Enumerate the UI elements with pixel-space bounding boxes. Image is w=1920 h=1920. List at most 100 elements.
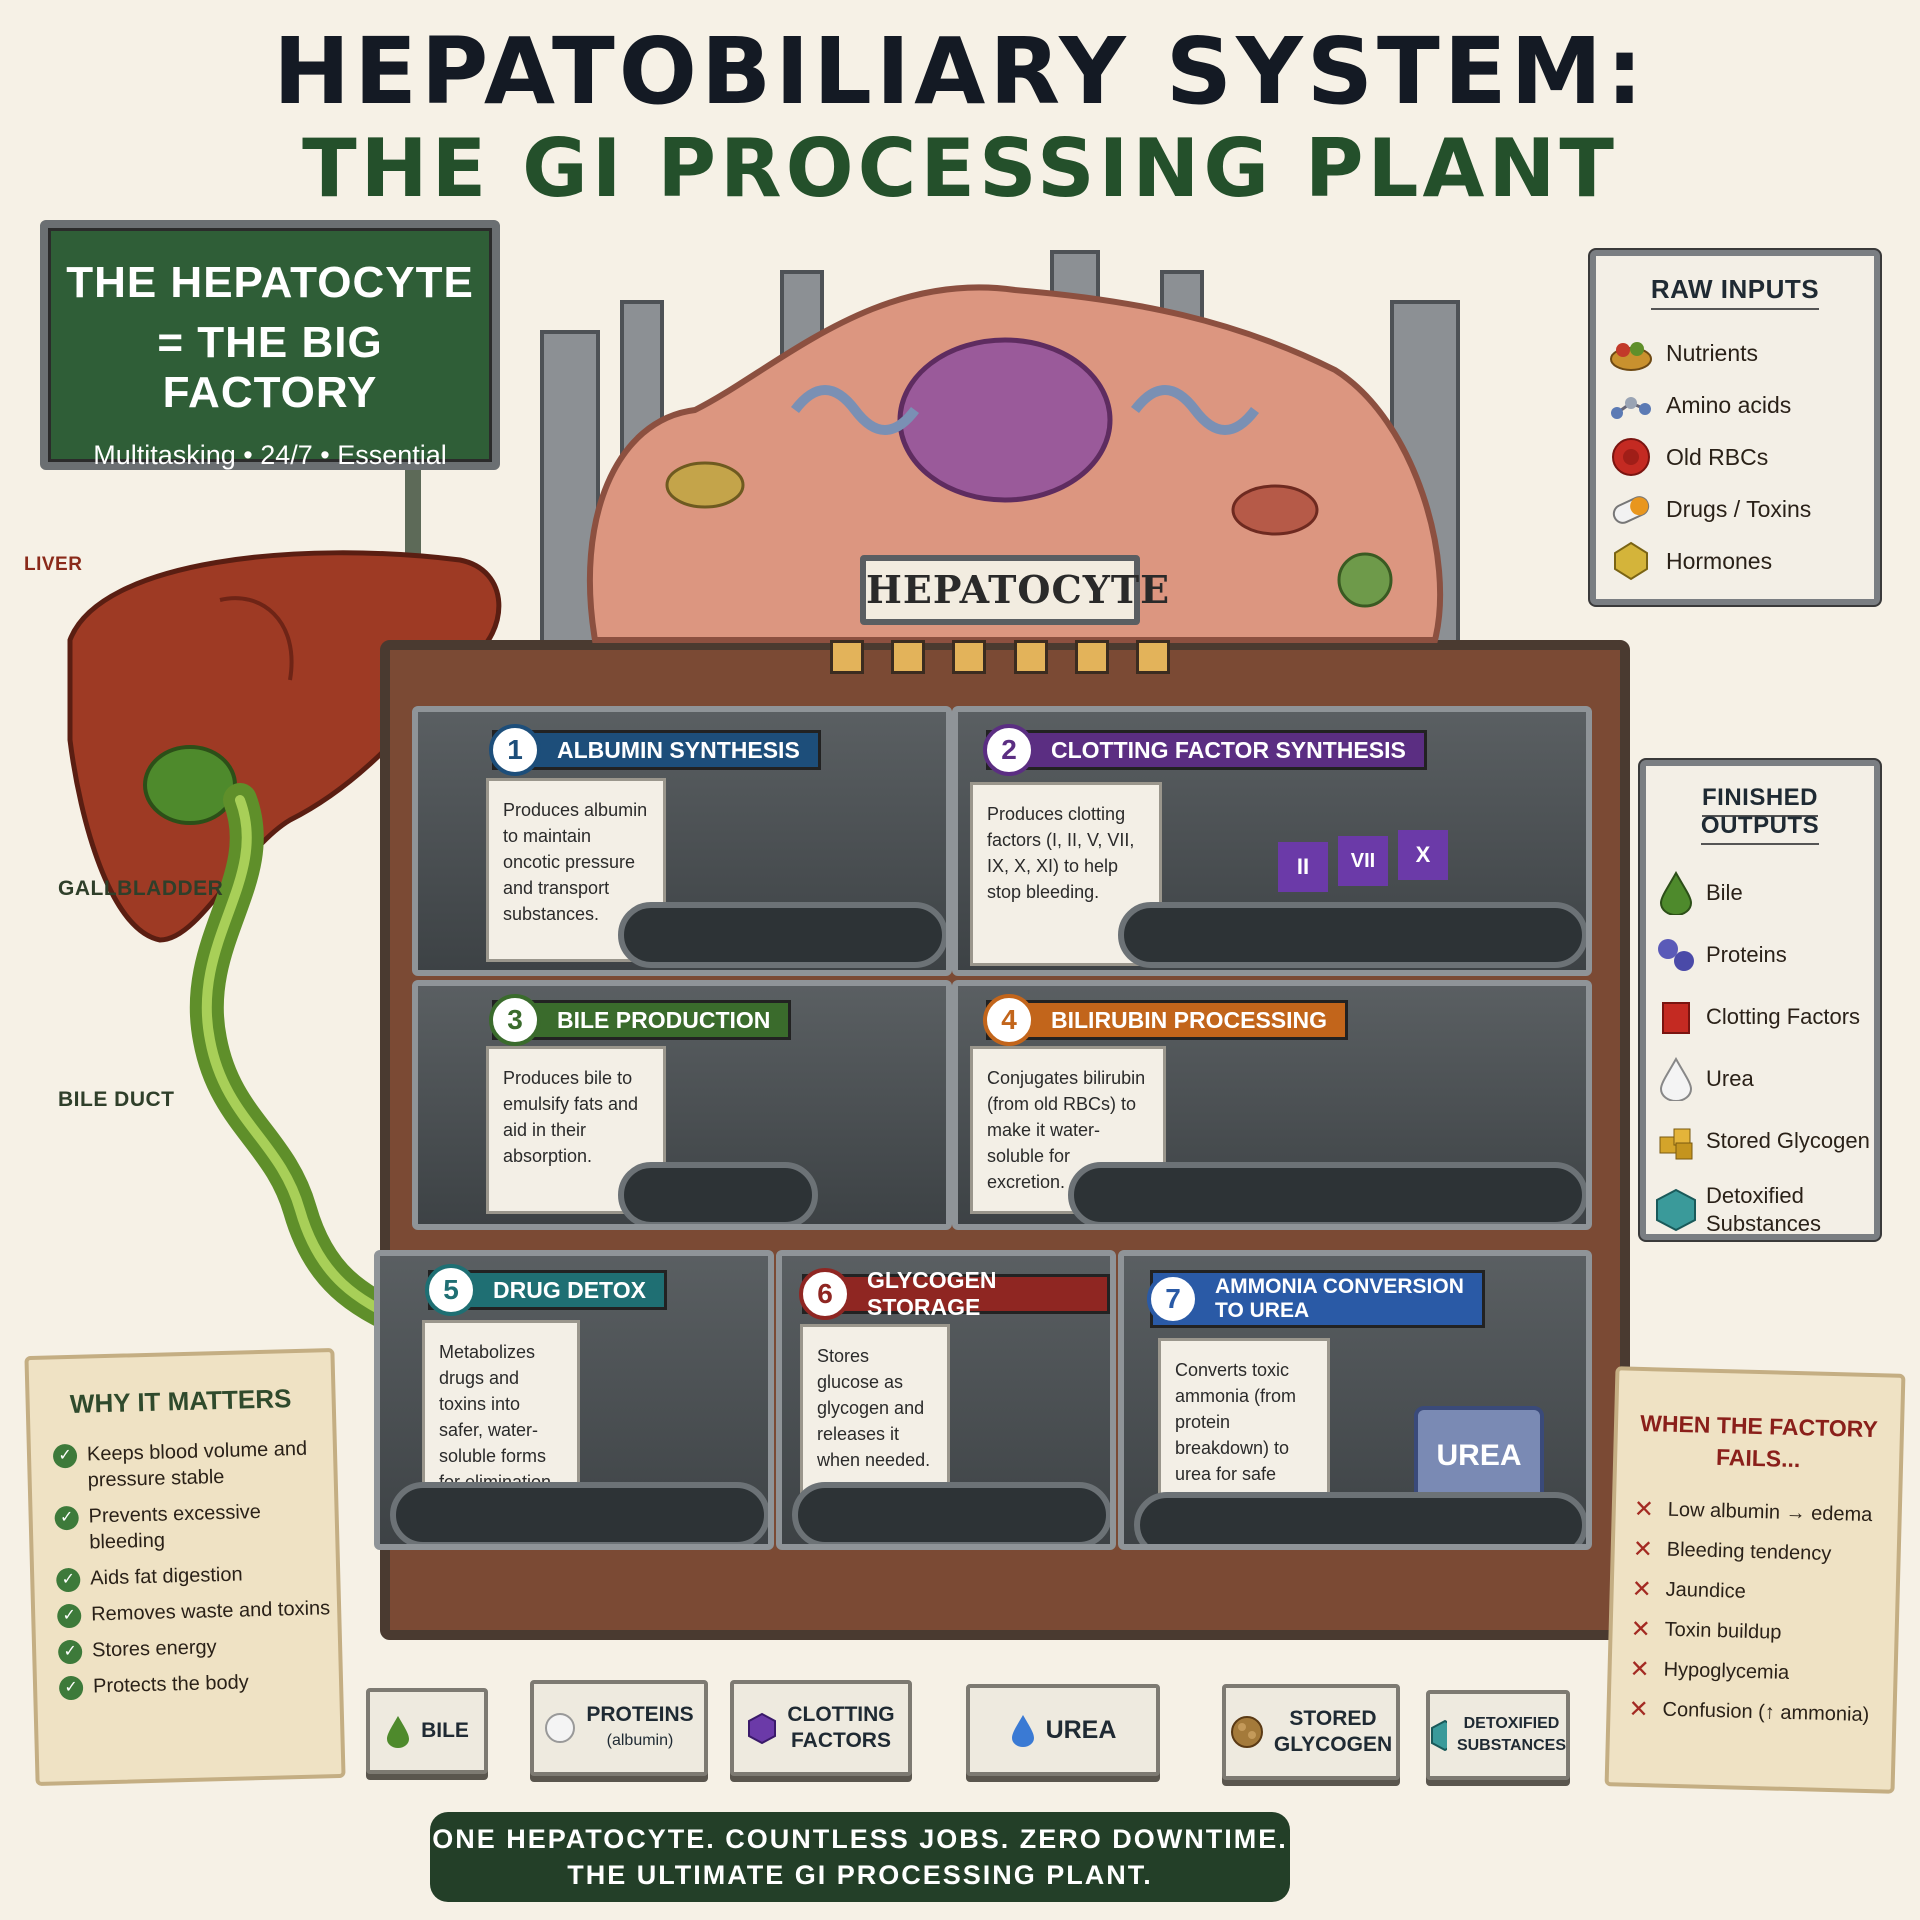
bile-duct-highlight bbox=[201, 795, 405, 1325]
list-item: ✓Keeps blood volume and pressure stable bbox=[52, 1435, 334, 1494]
why-item: Aids fat digestion bbox=[89, 1563, 243, 1590]
green-drop-icon bbox=[1646, 871, 1706, 915]
station-tag-4: 4 BILIRUBIN PROCESSING bbox=[983, 994, 1349, 1046]
bin-label-line-2: SUBSTANCES bbox=[1456, 1737, 1566, 1754]
raw-inputs-title: RAW INPUTS bbox=[1650, 274, 1820, 310]
hormone-icon bbox=[1596, 541, 1666, 581]
station-room-6: 6 GLYCOGEN STORAGE Stores glucose as gly… bbox=[776, 1250, 1116, 1550]
fail-item: Toxin buildup bbox=[1664, 1618, 1782, 1644]
station-tag-1: 1 ALBUMIN SYNTHESIS bbox=[489, 724, 821, 776]
liver-label: LIVER bbox=[24, 554, 83, 575]
list-item: ✕ Bleeding tendency bbox=[1632, 1529, 1897, 1576]
window bbox=[891, 640, 926, 674]
window bbox=[1135, 640, 1170, 674]
list-item: Stored Glycogen bbox=[1646, 1110, 1874, 1172]
why-item: Protects the body bbox=[92, 1671, 249, 1698]
red-cube-icon bbox=[1646, 997, 1706, 1037]
station-room-7: 7 AMMONIA CONVERSION TO UREA Converts to… bbox=[1118, 1250, 1592, 1550]
conveyor-belt bbox=[792, 1482, 1110, 1544]
bin-label-line-1: CLOTTING bbox=[787, 1703, 895, 1726]
station-title: DRUG DETOX bbox=[493, 1276, 646, 1303]
red-blood-cell-icon bbox=[1596, 437, 1666, 477]
raw-input-label: Old RBCs bbox=[1666, 443, 1769, 470]
cross-icon: ✕ bbox=[1633, 1495, 1655, 1523]
banner-line-2: THE ULTIMATE GI PROCESSING PLANT. bbox=[567, 1860, 1153, 1890]
fail-item: Confusion (↑ ammonia) bbox=[1662, 1698, 1870, 1726]
station-tag-6: 6 GLYCOGEN STORAGE bbox=[799, 1267, 1110, 1320]
station-title: GLYCOGEN STORAGE bbox=[867, 1267, 997, 1320]
fail-item: Jaundice bbox=[1665, 1578, 1747, 1603]
gallbladder-shape bbox=[143, 745, 237, 825]
station-tag-5: 5 DRUG DETOX bbox=[425, 1264, 667, 1316]
clotting-factor-block: II bbox=[1278, 842, 1328, 892]
output-bin-proteins: PROTEINS(albumin) bbox=[530, 1680, 708, 1776]
golgi-shape bbox=[791, 385, 919, 435]
list-item: ✕Confusion (↑ ammonia) bbox=[1628, 1689, 1893, 1736]
cross-icon: ✕ bbox=[1630, 1615, 1652, 1643]
banner-line-1: ONE HEPATOCYTE. COUNTLESS JOBS. ZERO DOW… bbox=[432, 1824, 1288, 1854]
output-label: Proteins bbox=[1706, 942, 1787, 967]
check-icon: ✓ bbox=[58, 1675, 84, 1701]
raw-input-label: Hormones bbox=[1666, 547, 1773, 574]
station-title: BILE PRODUCTION bbox=[557, 1006, 771, 1033]
bin-label: BILE bbox=[421, 1719, 469, 1742]
list-item: ✕ Toxin buildup bbox=[1630, 1609, 1895, 1656]
sign-line-1: THE HEPATOCYTE bbox=[66, 258, 474, 307]
er-shape bbox=[1131, 385, 1259, 435]
list-item: Nutrients bbox=[1596, 327, 1874, 379]
list-item: Urea bbox=[1646, 1048, 1874, 1110]
cross-icon: ✕ bbox=[1631, 1575, 1653, 1603]
main-title: HEPATOBILIARY SYSTEM: bbox=[273, 18, 1647, 125]
output-bin-clotting-factors: CLOTTING FACTORS bbox=[730, 1680, 912, 1776]
white-sphere-icon bbox=[545, 1713, 576, 1743]
teal-hexagon-icon bbox=[1431, 1719, 1447, 1751]
station-number: 5 bbox=[425, 1264, 477, 1316]
station-title: CLOTTING FACTOR SYNTHESIS bbox=[1051, 736, 1406, 763]
station-tag-3: 3 BILE PRODUCTION bbox=[489, 994, 792, 1046]
list-item: ✕Low albumin → edema bbox=[1633, 1489, 1898, 1536]
teal-hexagon-icon bbox=[1646, 1188, 1706, 1232]
output-label: Urea bbox=[1706, 1066, 1754, 1091]
list-item: Old RBCs bbox=[1596, 431, 1874, 483]
blue-drop-icon bbox=[1011, 1715, 1034, 1747]
capsule-icon bbox=[1596, 491, 1666, 527]
output-label: Clotting Factors bbox=[1706, 1004, 1861, 1029]
why-item: Removes waste and toxins bbox=[90, 1597, 331, 1626]
list-item: ✓ Protects the body bbox=[58, 1667, 340, 1701]
fail-item: Bleeding tendency bbox=[1666, 1538, 1832, 1565]
station-tag-7: 7 AMMONIA CONVERSION TO UREA bbox=[1147, 1270, 1485, 1328]
list-item: Proteins bbox=[1646, 924, 1874, 986]
window bbox=[830, 640, 864, 674]
mitochondrion-shape bbox=[1231, 484, 1319, 536]
output-label: Stored Glycogen bbox=[1706, 1128, 1870, 1153]
mitochondrion-shape bbox=[665, 461, 745, 509]
finished-outputs-title: FINISHED OUTPUTS bbox=[1700, 784, 1820, 845]
bin-label: PROTEINS bbox=[586, 1703, 694, 1726]
list-item: Bile bbox=[1646, 862, 1874, 924]
station-title-line-2: TO UREA bbox=[1215, 1299, 1310, 1322]
glycogen-ball-icon bbox=[1230, 1716, 1263, 1748]
station-room-3: 3 BILE PRODUCTION Produces bile to emuls… bbox=[412, 980, 952, 1230]
check-icon: ✓ bbox=[55, 1567, 81, 1593]
fail-item: Hypoglycemia bbox=[1663, 1658, 1790, 1684]
cross-icon: ✕ bbox=[1629, 1655, 1651, 1683]
cross-icon: ✕ bbox=[1632, 1535, 1654, 1563]
green-drop-icon bbox=[387, 1716, 410, 1748]
clotting-factor-block: X bbox=[1398, 830, 1448, 880]
list-item: ✕ Jaundice bbox=[1631, 1569, 1896, 1616]
station-number: 1 bbox=[489, 724, 541, 776]
station-title: ALBUMIN SYNTHESIS bbox=[557, 736, 800, 763]
sign-line-2: = THE BIG FACTORY bbox=[157, 318, 383, 417]
sign-tagline: Multitasking • 24/7 • Essential bbox=[93, 440, 447, 470]
list-item: ✓Removes waste and toxins bbox=[56, 1595, 338, 1629]
conveyor-belt bbox=[1118, 902, 1586, 968]
conveyor-belt bbox=[618, 902, 946, 968]
station-note: Metabolizes drugs and toxins into safer,… bbox=[422, 1320, 580, 1510]
raw-input-label: Amino acids bbox=[1666, 391, 1792, 418]
molecule-icon bbox=[1596, 387, 1666, 423]
station-tag-2: 2 CLOTTING FACTOR SYNTHESIS bbox=[983, 724, 1427, 776]
bin-label-line-2: FACTORS bbox=[791, 1729, 891, 1752]
why-item: Prevents excessive bleeding bbox=[88, 1500, 262, 1554]
station-number: 7 bbox=[1147, 1273, 1199, 1325]
